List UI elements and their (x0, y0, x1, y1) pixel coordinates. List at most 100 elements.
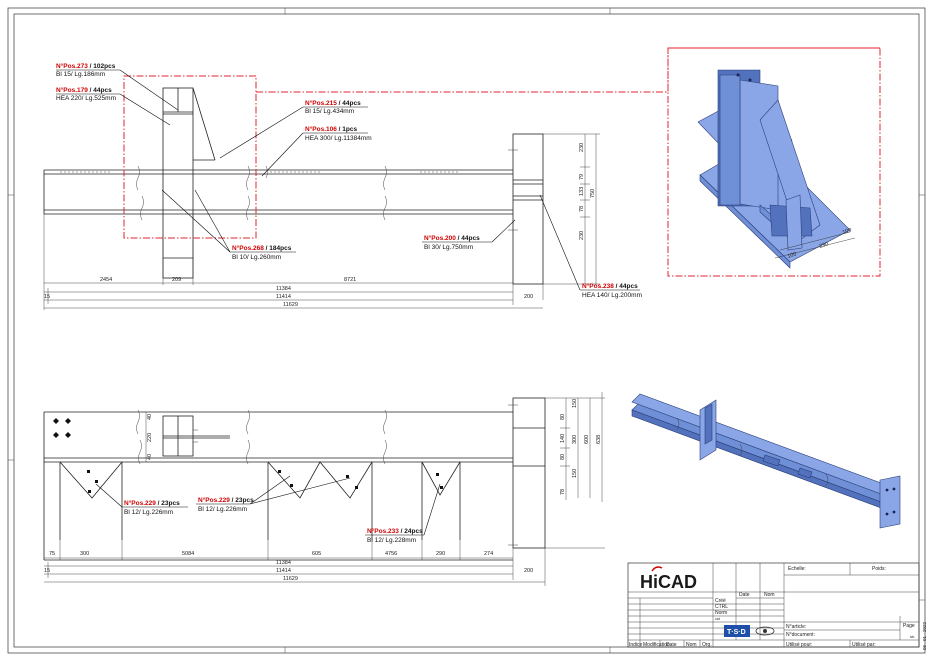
svg-text:HEA 140/ Lg.200mm: HEA 140/ Lg.200mm (582, 292, 642, 299)
callout-pos-268: N°Pos.268 / 184pcs Bl 10/ Lg.260mm (161, 189, 296, 261)
callout-pos-233: N°Pos.233 / 24pcs Bl 12/ Lg.228mm (365, 483, 441, 544)
dim-v-6: 230 (579, 231, 585, 240)
dim-bh-5: 290 (436, 551, 445, 557)
svg-text:N°Pos.233 / 24pcs: N°Pos.233 / 24pcs (367, 527, 423, 535)
svg-text:N°Pos.229 / 23pcs: N°Pos.229 / 23pcs (198, 496, 254, 504)
tsd-logo-text: T·S·D (727, 629, 746, 636)
svg-text:Bl 12/ Lg.226mm: Bl 12/ Lg.226mm (124, 509, 173, 516)
svg-text:N°Pos.268 / 184pcs: N°Pos.268 / 184pcs (232, 244, 292, 252)
eye-icon (755, 626, 775, 636)
iso-dim-1: 230 (819, 241, 830, 250)
svg-text:Bl 12/ Lg.226mm: Bl 12/ Lg.226mm (198, 506, 247, 513)
svg-text:HEA 220/ Lg.525mm: HEA 220/ Lg.525mm (56, 95, 116, 102)
svg-text:HEA 300/ Lg.11384mm: HEA 300/ Lg.11384mm (305, 135, 372, 142)
dim-bh-6: 274 (484, 551, 493, 557)
dim-end-200: 200 (524, 294, 533, 300)
svg-text:Bl 12/ Lg.228mm: Bl 12/ Lg.228mm (367, 537, 416, 544)
dim-bh-3: 605 (312, 551, 321, 557)
bottom-plan-view: 40 220 40 80 140 80 150 300 150 600 638 … (43, 392, 605, 586)
tb-ctrl: CTRL (715, 604, 728, 610)
svg-text:N°Pos.215 / 44pcs: N°Pos.215 / 44pcs (305, 99, 361, 107)
inner-frame (13, 13, 920, 648)
callout-pos-229-b: N°Pos.229 / 23pcs Bl 12/ Lg.226mm (196, 475, 351, 513)
dim-bh-4: 4756 (385, 551, 397, 557)
dim-total-3: 11629 (283, 302, 298, 308)
svg-text:N°Pos.200 / 44pcs: N°Pos.200 / 44pcs (424, 234, 480, 242)
svg-text:Bl 15/ Lg.434mm: Bl 15/ Lg.434mm (305, 108, 354, 115)
dim-btotal-1: 11384 (276, 560, 291, 566)
dim-v-0: 230 (579, 143, 585, 152)
svg-text:N°Pos.179 / 44pcs: N°Pos.179 / 44pcs (56, 86, 112, 94)
dim-h-0: 2454 (100, 277, 112, 283)
tb-norm: Norm (715, 610, 727, 616)
callout-pos-215: N°Pos.215 / 44pcs Bl 15/ Lg.434mm (219, 99, 368, 159)
dim-v-2: 133 (579, 187, 585, 196)
callout-pos-179: N°Pos.179 / 44pcs HEA 220/ Lg.525mm (56, 86, 171, 126)
dim-h-1: 209 (172, 277, 181, 283)
dim-br-2: 80 (560, 454, 566, 460)
dim-left-15: 15 (44, 294, 50, 300)
iso-dim-0: 100 (787, 251, 798, 260)
dim-v-5: 78 (579, 206, 585, 212)
dim-bleft-15: 15 (44, 568, 50, 574)
dim-br-1: 140 (560, 434, 566, 443)
iso-dim-2: 100 (842, 227, 853, 236)
dim-br-8: 78 (560, 489, 566, 495)
tb-modification: Modification (643, 642, 670, 648)
svg-text:N°Pos.229 / 23pcs: N°Pos.229 / 23pcs (124, 499, 180, 507)
hicad-logo: HiCAD (640, 572, 697, 592)
svg-text:N°Pos.273 / 102pcs: N°Pos.273 / 102pcs (56, 62, 116, 70)
tb-document: N°document: (786, 632, 815, 638)
iso-overview-view (631, 393, 901, 529)
svg-text:Bl 10/ Lg.260mm: Bl 10/ Lg.260mm (232, 254, 281, 261)
tb-utilise-pour: Utilisé pour: (786, 642, 812, 648)
dim-v-1: 79 (579, 174, 585, 180)
dim-br-0: 80 (560, 414, 566, 420)
tb-org: Org. (702, 642, 712, 648)
dim-v-4: 750 (590, 189, 596, 198)
dim-bl-2: 40 (147, 454, 153, 460)
outer-frame (7, 7, 926, 654)
dim-bl-1: 220 (147, 433, 153, 442)
tb-page: Page (903, 623, 915, 629)
dim-bh-2: 5084 (182, 551, 194, 557)
tb-nom2: Nom (686, 642, 697, 648)
dim-br-3: 150 (572, 399, 578, 408)
iso-detail-view: 100 230 100 (667, 47, 881, 277)
tb-sh: sh. (910, 634, 915, 639)
callout-pos-106: N°Pos.106 / 1pcs HEA 300/ Lg.11384mm (261, 125, 372, 177)
dim-h-2: 8721 (344, 277, 356, 283)
tb-echelle: Echelle: (788, 566, 806, 572)
svg-text:N°Pos.106 / 1pcs: N°Pos.106 / 1pcs (305, 125, 357, 133)
dim-bend-200: 200 (524, 568, 533, 574)
tb-cat: cat (715, 617, 720, 621)
svg-text:N°Pos.238 / 44pcs: N°Pos.238 / 44pcs (582, 282, 638, 290)
tb-nom-label: Nom (764, 592, 775, 598)
tb-utilise-par: Utilisé par: (852, 642, 876, 648)
callout-pos-273: N°Pos.273 / 102pcs Bl 15/ Lg.186mm (56, 62, 179, 111)
tb-side-date: 06 · 01 · 2022 (922, 621, 927, 650)
top-elevation-view: 230 79 133 290 750 78 230 2454 209 8721 … (43, 47, 880, 310)
tb-date2: Date (666, 642, 677, 648)
dim-br-7: 638 (596, 435, 602, 444)
callout-pos-238: N°Pos.238 / 44pcs HEA 140/ Lg.200mm (539, 194, 642, 299)
tb-indice: Indice (629, 642, 643, 648)
dim-total-2: 11414 (276, 294, 291, 300)
dim-bh-0: 75 (49, 551, 55, 557)
callout-pos-200: N°Pos.200 / 44pcs Bl 30/ Lg.750mm (422, 219, 516, 251)
svg-text:Bl 15/ Lg.186mm: Bl 15/ Lg.186mm (56, 71, 105, 78)
callout-pos-229-a: N°Pos.229 / 23pcs Bl 12/ Lg.226mm (95, 483, 188, 516)
svg-text:Bl 30/ Lg.750mm: Bl 30/ Lg.750mm (424, 244, 473, 251)
dim-bh-1: 300 (80, 551, 89, 557)
tb-date-label: Date (739, 592, 750, 598)
dim-bl-0: 40 (147, 414, 153, 420)
tsd-logo (724, 625, 750, 637)
dim-total-1: 11384 (276, 286, 291, 292)
dim-btotal-2: 11414 (276, 568, 291, 574)
dim-btotal-3: 11629 (283, 576, 298, 582)
tb-poids: Poids: (872, 566, 886, 572)
dim-br-6: 600 (584, 435, 590, 444)
title-block: HiCAD Date Nom Créé CTRL Norm cat Echell… (627, 562, 927, 650)
detail-marker-frame (123, 75, 257, 239)
